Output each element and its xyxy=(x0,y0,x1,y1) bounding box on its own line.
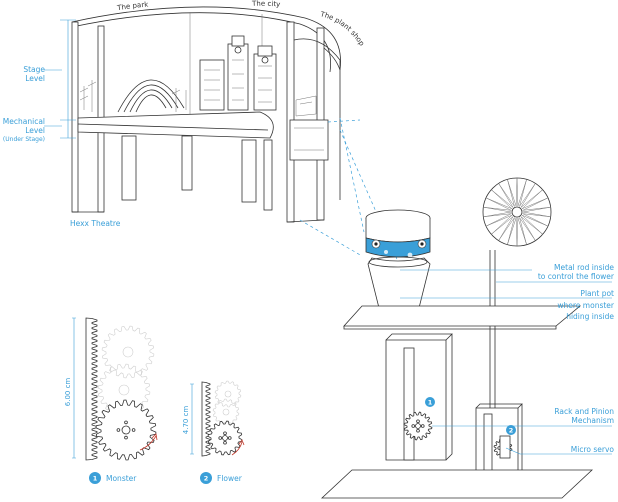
scene-label-plant-shop: The plant shop xyxy=(319,10,367,48)
ghost2-hub xyxy=(222,408,230,416)
svg-text:Flower: Flower xyxy=(217,474,243,483)
ghost1-hub xyxy=(118,384,130,396)
gear1-hole xyxy=(124,420,128,425)
fan-petal xyxy=(498,216,515,241)
fan-petal xyxy=(491,189,514,209)
fan-petal xyxy=(522,206,551,213)
scene-label-city: The city xyxy=(251,0,281,9)
rack-label-1: Rack and Pinion xyxy=(554,407,614,416)
fan-petal xyxy=(515,177,519,207)
fan-petal xyxy=(520,215,543,235)
svg-text:1: 1 xyxy=(93,475,98,483)
gear2-hole xyxy=(223,440,227,445)
monster-dimension: 6.00 cm xyxy=(64,378,72,407)
fan-petal xyxy=(520,189,543,209)
rack-label-2: Mechanism xyxy=(571,416,614,425)
pot-label-2: where monster xyxy=(557,301,615,310)
ghost2-teeth xyxy=(212,398,240,426)
gear1-teeth xyxy=(95,399,157,461)
gear2-hole xyxy=(223,431,227,436)
pot-label-1: Plant pot xyxy=(580,289,614,298)
fan-petal xyxy=(521,213,549,227)
gear2-teeth xyxy=(207,420,243,456)
pinion1-hole xyxy=(416,428,420,433)
pinion1-hole xyxy=(411,424,416,428)
servo-label: Micro servo xyxy=(571,445,615,454)
flower-caption: 2 Flower xyxy=(200,472,243,484)
fan-petal xyxy=(483,211,512,218)
fan-petal xyxy=(517,217,527,245)
flower-dimension: 4.70 cm xyxy=(182,406,190,435)
ghost2-teeth xyxy=(214,380,242,408)
mechanism-drawing xyxy=(320,177,612,499)
mech-level-label-3: (Under Stage) xyxy=(3,136,45,143)
svg-text:Monster: Monster xyxy=(106,474,137,483)
gear2-hole xyxy=(227,436,232,440)
svg-text:1: 1 xyxy=(428,399,433,407)
ghost1-teeth xyxy=(101,325,155,379)
fan-petal xyxy=(519,183,536,208)
gear2-hole xyxy=(218,436,223,440)
flower-fan xyxy=(482,177,552,247)
gear-monster xyxy=(95,399,157,461)
gear1-hub xyxy=(121,425,131,435)
fan-petal xyxy=(498,183,515,208)
marker-2: 2 xyxy=(506,425,516,435)
fan-petal xyxy=(519,216,536,241)
rod-label-1: Metal rod inside xyxy=(554,263,614,272)
monster-caption: 1 Monster xyxy=(89,472,137,484)
fan-petal xyxy=(483,206,512,213)
fan-petal xyxy=(521,197,549,211)
pinion1-hub xyxy=(415,423,421,429)
pinion1-hole xyxy=(420,424,425,428)
gear1-hole xyxy=(124,435,128,440)
rod-label-2: to control the flower xyxy=(538,272,615,281)
theatre-drawing xyxy=(44,6,401,267)
theatre-caption: Hexx Theatre xyxy=(70,219,121,228)
stage-level-label-1: Stage xyxy=(23,65,45,74)
fan-petal xyxy=(485,213,513,227)
pinion1-teeth xyxy=(403,411,433,441)
ghost2-hub xyxy=(224,390,232,398)
ghost1-hub xyxy=(122,346,134,358)
svg-text:2: 2 xyxy=(509,427,514,435)
mech-level-label-2: Level xyxy=(25,126,45,135)
pinion-gear-monster xyxy=(403,411,433,441)
fan-petal xyxy=(507,217,517,245)
gear1-hole xyxy=(131,428,136,432)
marker-1: 1 xyxy=(425,397,435,407)
fan-petal xyxy=(507,179,517,207)
gear2-hub xyxy=(222,435,228,441)
fan-petal xyxy=(515,217,519,247)
fan-petal xyxy=(491,215,514,235)
fan-petal xyxy=(517,179,527,207)
gear-flower xyxy=(207,420,243,456)
scene-label-park: The park xyxy=(116,1,150,13)
fan-petal xyxy=(485,197,513,211)
stage-level-label-2: Level xyxy=(25,74,45,83)
mech-level-label-1: Mechanical xyxy=(3,117,45,126)
pot-label-3: hiding inside xyxy=(566,312,614,321)
gear-details xyxy=(72,317,245,461)
gear1-hole xyxy=(116,428,121,432)
pinion1-hole xyxy=(416,419,420,424)
fan-petal xyxy=(522,211,551,218)
svg-text:2: 2 xyxy=(204,475,209,483)
